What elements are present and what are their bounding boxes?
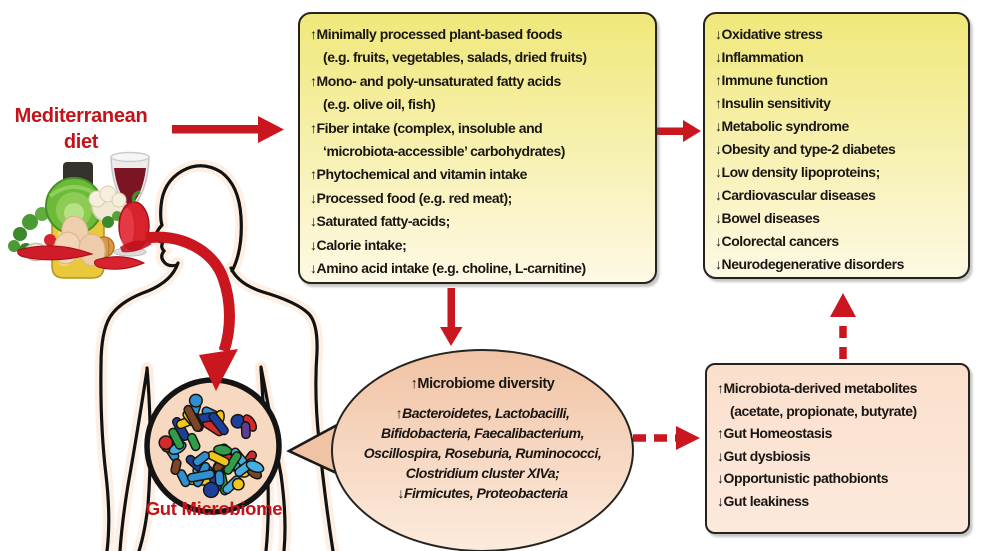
text-line: ↑Minimally processed plant-based foods (310, 26, 563, 42)
chili-peppers-icon (17, 240, 152, 270)
text-line: Clostridium cluster XIVa; (405, 465, 560, 481)
text-line: ↓Bowel diseases (715, 210, 820, 226)
text-line: ↓Metabolic syndrome (715, 118, 849, 134)
dashed-arrow-metabolites-to-outcomes (830, 293, 856, 359)
text-line: ↑Phytochemical and vitamin intake (310, 166, 527, 183)
diagram-title: Mediterranean diet (4, 103, 158, 155)
text-line: (acetate, propionate, butyrate) (730, 402, 917, 419)
text-line: ↑Fiber intake (complex, insoluble and (310, 119, 543, 136)
text-line: ↓Processed food (e.g. red meat); (310, 189, 512, 206)
diet-factors-list: ↑Minimally processed plant-based foods (e… (300, 14, 655, 280)
text-line: ↑Mono- and poly-unsaturated fatty acids (310, 72, 561, 89)
text-line: ↓Gut dysbiosis (717, 447, 811, 464)
text-line: ↓Obesity and type-2 diabetes (715, 141, 896, 157)
gut-microbiome-label: Gut Microbiome (145, 498, 283, 519)
text-line: (e.g. olive oil, fish) (323, 96, 436, 113)
metabolites-box: ↑Microbiota-derived metabolites (acetate,… (705, 363, 970, 534)
text-line: ↓Neurodegenerative disorders (715, 256, 904, 272)
arrow-diet-to-box (172, 116, 284, 143)
text-line: Oscillospira, Roseburia, Ruminococci, (363, 445, 602, 461)
diagram-title-line2: diet (63, 131, 99, 153)
microbiome-ellipse: ↑Microbiome diversity ↑Bacteroidetes, La… (331, 349, 634, 551)
text-line: ↑Bacteroidetes, Lactobacilli, (395, 405, 570, 421)
text-line: ↓Gut leakiness (717, 492, 809, 509)
text-line: (e.g. fruits, vegetables, salads, dried … (323, 49, 587, 66)
arrows (145, 116, 856, 450)
bacteria-shapes (158, 393, 265, 499)
text-line: ↓Colorectal cancers (715, 233, 839, 249)
text-line: ↑Microbiota-derived metabolites (717, 380, 917, 396)
text-line: ↓Oxidative stress (715, 26, 823, 42)
microbiome-ellipse-list: ↑Bacteroidetes, Lactobacilli, Bifidobacte… (333, 403, 632, 503)
metabolites-list: ↑Microbiota-derived metabolites (acetate,… (707, 365, 968, 512)
text-line: ↓Saturated fatty-acids; (310, 213, 450, 230)
text-line: ↓Inflammation (715, 49, 804, 65)
text-line: Bifidobacteria, Faecalibacterium, (381, 425, 584, 441)
red-pepper-icon (118, 190, 150, 251)
diagram-title-line1: Mediterranean (14, 105, 148, 127)
text-line: ↑Insulin sensitivity (715, 95, 831, 111)
gut-microbiome-circle (144, 377, 282, 515)
microbiome-ellipse-title: ↑Microbiome diversity (410, 376, 555, 392)
arrow-box-to-outcomes (657, 120, 701, 142)
health-outcomes-box: ↓Oxidative stress ↓Inflammation ↑Immune fu… (703, 12, 970, 279)
text-line: ‘microbiota-accessible’ carbohydrates) (323, 143, 566, 160)
diet-factors-box: ↑Minimally processed plant-based foods (e… (298, 12, 657, 284)
text-line: ↑Immune function (715, 72, 828, 88)
text-line: ↓Opportunistic pathobionts (717, 470, 889, 486)
text-line: ↓Cardiovascular diseases (715, 187, 876, 203)
arrow-mouth-to-gut (145, 231, 238, 391)
arrow-box-to-ellipse (440, 288, 463, 346)
text-line: ↓Low density lipoproteins; (715, 164, 880, 180)
mediterranean-foods-image (8, 151, 152, 279)
text-line: ↑Gut Homeostasis (717, 425, 832, 441)
text-line: ↓Amino acid intake (e.g. choline, L-carn… (310, 260, 586, 277)
health-outcomes-list: ↓Oxidative stress ↓Inflammation ↑Immune fu… (705, 14, 968, 276)
dashed-arrow-ellipse-to-metabolites (633, 426, 700, 450)
text-line: ↓Calorie intake; (310, 236, 407, 253)
text-line: ↓Firmicutes, Proteobacteria (397, 485, 568, 501)
